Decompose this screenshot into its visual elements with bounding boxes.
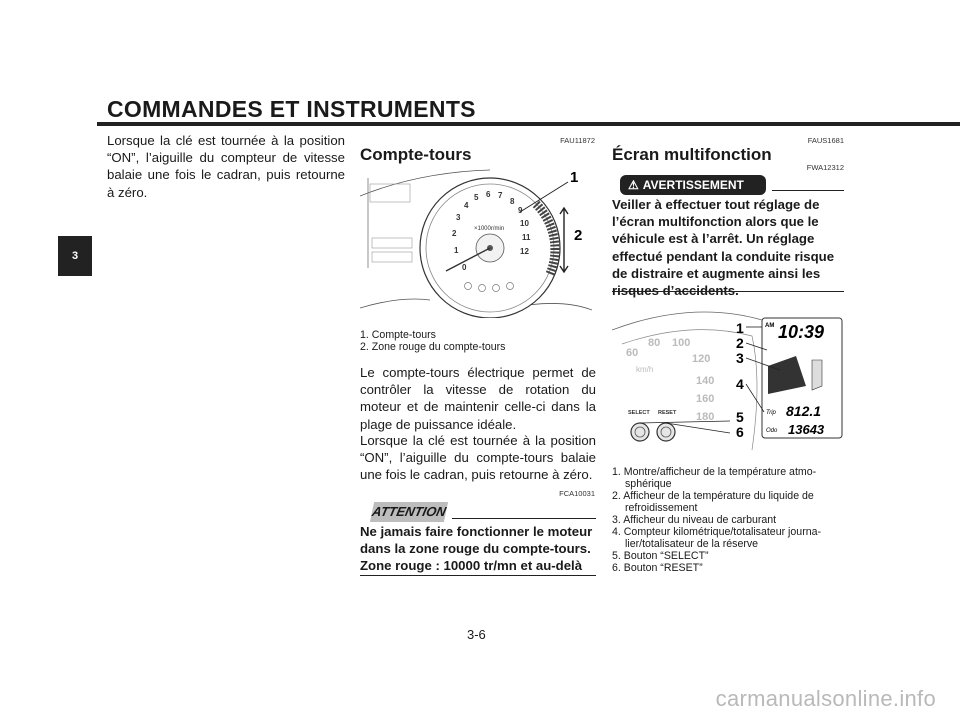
display-trip-label: Trip (766, 410, 777, 416)
ref-warning: FWA12312 (806, 163, 844, 172)
caption-5: 5. Bouton “SELECT” (612, 550, 709, 562)
col1-paragraph: Lorsque la clé est tournée à la position… (107, 133, 345, 200)
callout-2: 2 (736, 335, 744, 351)
col2-paragraph-2: Lorsque la clé est tournée à la position… (360, 433, 596, 483)
display-trip-value: 812.1 (786, 403, 821, 419)
speed-tick-160: 160 (696, 393, 714, 405)
display-clock: 10:39 (778, 322, 824, 342)
callout-5: 5 (736, 409, 744, 425)
tick-10: 10 (520, 219, 529, 228)
caption-4: 4. Compteur kilométrique/totalisateur jo… (612, 526, 822, 538)
multifunction-figure: 60 80 100 120 140 160 180 km/h SELECT RE… (612, 311, 843, 451)
display-am: AM (765, 323, 774, 329)
caption-2: 2. Afficheur de la température du liquid… (612, 490, 814, 502)
caption-1: 1. Montre/afficheur de la température at… (612, 466, 817, 478)
attention-label: ATTENTION (369, 502, 449, 522)
tick-7: 7 (498, 191, 503, 200)
tachometer-figure: 0 1 2 3 4 5 6 7 8 9 10 11 12 ×1000r/min … (360, 169, 592, 318)
page-title: COMMANDES ET INSTRUMENTS (107, 96, 476, 122)
ref-multifunction: FAUS1681 (807, 136, 844, 145)
tick-3: 3 (456, 213, 461, 222)
attention-rule-bottom (360, 575, 596, 576)
warning-rule-top (772, 190, 844, 191)
speed-tick-140: 140 (696, 375, 714, 387)
title-rule (97, 122, 960, 126)
tick-6: 6 (486, 190, 491, 199)
watermark: carmanualsonline.info (715, 686, 936, 711)
display-odo-value: 13643 (788, 422, 825, 437)
caption-1-cont: sphérique (625, 478, 672, 490)
caption-1: 1. Compte-tours (360, 329, 436, 341)
callout-1: 1 (570, 169, 578, 186)
speed-tick-60: 60 (626, 347, 638, 359)
warning-text: Veiller à effectuer tout réglage de l’éc… (612, 197, 835, 299)
callout-1: 1 (736, 320, 744, 336)
heading-multifunction: Écran multifonction (612, 145, 772, 164)
warning-triangle-icon: ⚠ (628, 178, 639, 192)
ref-attention: FCA10031 (559, 489, 595, 498)
caption-6: 6. Bouton “RESET” (612, 562, 703, 574)
callout-3: 3 (736, 350, 744, 366)
attention-text: Ne jamais faire fonctionner le moteur da… (360, 524, 593, 574)
callout-4: 4 (736, 376, 744, 392)
chapter-tab: 3 (58, 236, 92, 276)
red-zone-band (532, 200, 560, 276)
tick-2: 2 (452, 229, 457, 238)
select-label: SELECT (628, 410, 650, 416)
reset-button (656, 422, 676, 442)
warning-rule-bottom (612, 291, 844, 292)
speed-tick-180: 180 (696, 411, 714, 423)
tick-1: 1 (454, 246, 459, 255)
warning-box: ⚠AVERTISSEMENT (620, 175, 766, 195)
reset-label: RESET (658, 410, 677, 416)
callout-6: 6 (736, 424, 744, 440)
display-odo-label: Odo (766, 428, 778, 434)
page-number: 3-6 (467, 627, 486, 642)
tick-12: 12 (520, 247, 529, 256)
tick-4: 4 (464, 201, 469, 210)
ref-tachometer: FAU11872 (560, 136, 595, 145)
attention-rule-top (452, 518, 596, 519)
tick-0: 0 (462, 263, 467, 272)
warning-label: AVERTISSEMENT (642, 178, 744, 192)
tick-5: 5 (474, 193, 479, 202)
caption-3: 3. Afficheur du niveau de carburant (612, 514, 777, 526)
gauge-unit: ×1000r/min (474, 226, 504, 232)
speed-tick-100: 100 (672, 337, 690, 349)
caption-4-cont: lier/totalisateur de la réserve (625, 538, 759, 550)
speed-tick-120: 120 (692, 353, 710, 365)
heading-tachometer: Compte-tours (360, 145, 472, 164)
tick-9: 9 (518, 206, 523, 215)
caption-2: 2. Zone rouge du compte-tours (360, 341, 506, 353)
select-button (630, 422, 650, 442)
col2-paragraph-1: Le compte-tours électrique permet de con… (360, 365, 596, 432)
speed-tick-80: 80 (648, 337, 660, 349)
callout-2: 2 (574, 227, 582, 244)
caption-2-cont: refroidissement (625, 502, 698, 514)
speed-unit: km/h (636, 365, 653, 374)
tick-8: 8 (510, 197, 515, 206)
tick-11: 11 (522, 233, 531, 242)
